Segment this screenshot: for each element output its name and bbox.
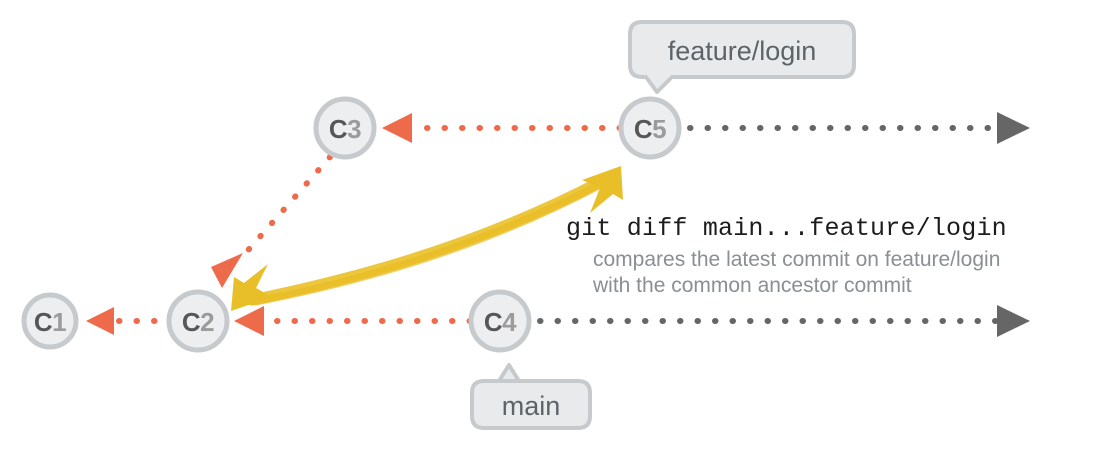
commit-node-c4-circle [468, 289, 532, 353]
commit-node-c2-circle [166, 289, 230, 353]
commit-node-c4-letter: C [484, 307, 503, 337]
commit-node-c5[interactable]: C5 [618, 96, 682, 160]
commit-node-c5-digit: 5 [652, 114, 666, 144]
branch-label-feature-login-bubble [628, 20, 856, 94]
edge-c3-to-c2-arrowhead [211, 253, 243, 288]
commit-node-c5-label: C5 [634, 114, 666, 144]
diff-range-arrow-head-lower [231, 264, 272, 311]
commit-node-c3-circle [313, 96, 377, 160]
commit-node-c4-label: C4 [484, 307, 517, 337]
commit-node-c3[interactable]: C3 [313, 96, 377, 160]
commit-node-c2[interactable]: C2 [166, 289, 230, 353]
commit-node-c4[interactable]: C4 [468, 289, 532, 353]
branch-label-main-bubble [470, 363, 592, 430]
annotation-description-line-1: compares the latest commit on feature/lo… [593, 248, 1000, 271]
parent-edges-group [86, 113, 623, 336]
edge-c2-to-c1-arrowhead [86, 307, 114, 335]
edge-c5-to-c3-arrowhead [382, 113, 412, 143]
diff-range-arrow-shaft [246, 176, 606, 306]
annotation-description-line-2: with the common ancestor commit [592, 274, 912, 297]
diff-range-arrow-head-upper [582, 166, 623, 213]
edge-c2-to-c1 [86, 307, 175, 335]
edge-c4-to-c2 [234, 306, 473, 336]
edge-c5-future [687, 112, 1030, 144]
commit-node-c1-circle [21, 292, 79, 350]
commit-node-c1-digit: 1 [52, 307, 66, 337]
commit-node-c2-digit: 2 [200, 307, 214, 337]
annotation-command: git diff main...feature/login [566, 214, 1007, 243]
commit-node-c2-label: C2 [182, 307, 214, 337]
diff-range-arrow-shaft-texture-a [253, 183, 604, 306]
commit-node-c4-digit: 4 [502, 307, 517, 337]
commit-node-c1[interactable]: C1 [21, 292, 79, 350]
commit-node-c3-letter: C [329, 114, 348, 144]
commit-node-c5-circle [618, 96, 682, 160]
branch-label-main-text: main [502, 391, 561, 421]
edge-c4-future [537, 305, 1030, 337]
commit-node-c5-letter: C [634, 114, 653, 144]
edge-c5-to-c3 [382, 113, 623, 143]
annotation-block: git diff main...feature/login compares t… [566, 214, 1007, 297]
edge-c4-future-arrowhead [997, 305, 1030, 337]
branch-label-feature-login-text: feature/login [668, 36, 817, 66]
commit-node-c1-letter: C [34, 307, 53, 337]
commit-node-c3-label: C3 [329, 114, 361, 144]
edge-c3-to-c2-line [240, 154, 333, 259]
commit-node-c2-letter: C [182, 307, 201, 337]
edge-c4-to-c2-arrowhead [234, 306, 264, 336]
edge-c5-future-arrowhead [997, 112, 1030, 144]
edge-c3-to-c2 [211, 154, 333, 288]
future-edges-group [537, 112, 1030, 337]
diff-range-arrow [231, 166, 623, 311]
branch-label-main[interactable]: main [470, 363, 592, 430]
diff-range-arrow-shaft-texture-b [252, 177, 600, 298]
branch-label-feature-login[interactable]: feature/login [628, 20, 856, 94]
commit-node-c1-label: C1 [34, 307, 66, 337]
commit-node-c3-digit: 3 [347, 114, 361, 144]
